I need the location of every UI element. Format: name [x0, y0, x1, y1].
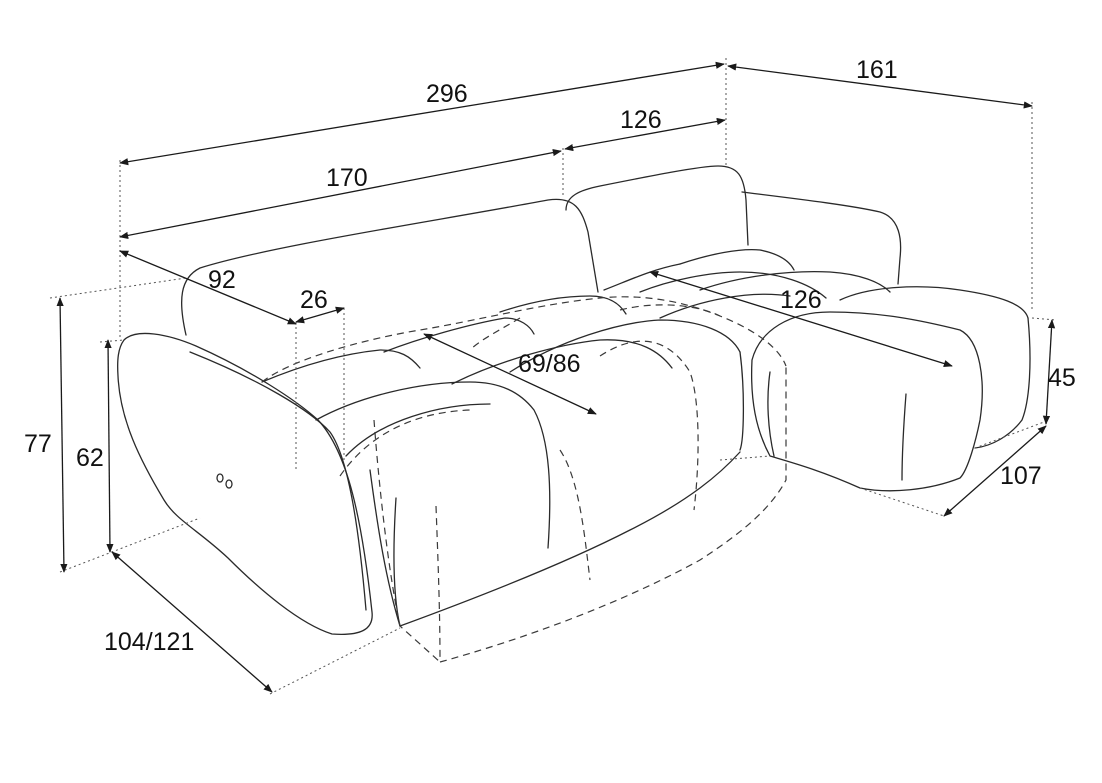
- label-sofa-section-length: 170: [326, 164, 368, 192]
- dim-line-45: [1042, 319, 1056, 425]
- label-total-length: 296: [426, 80, 468, 108]
- dimension-labels: 296 161 170 126 92 26 126 69/86 77 62 45…: [24, 56, 1076, 656]
- dimension-arrows: [56, 61, 1056, 693]
- label-chaise-section-width: 126: [620, 106, 662, 134]
- label-back-depth: 92: [208, 266, 236, 294]
- dim-line-77: [56, 297, 68, 573]
- label-chaise-width: 107: [1000, 462, 1042, 490]
- dim-line-126-top: [564, 117, 726, 152]
- label-seat-height: 45: [1048, 364, 1076, 392]
- dim-line-107: [943, 425, 1047, 517]
- label-armrest-height: 62: [76, 444, 104, 472]
- sofa-outline: [117, 165, 1031, 636]
- label-total-height: 77: [24, 430, 52, 458]
- dim-line-62: [104, 339, 114, 553]
- dim-line-296: [119, 61, 725, 166]
- dim-line-92: [119, 250, 297, 325]
- label-chaise-seat-length: 126: [780, 286, 822, 314]
- label-chaise-depth: 161: [856, 56, 898, 84]
- dim-line-104-121: [111, 551, 273, 693]
- dim-line-161: [727, 63, 1033, 109]
- dim-line-69-86: [423, 333, 597, 415]
- label-seat-depth: 69/86: [518, 350, 581, 378]
- dim-line-170: [119, 148, 562, 240]
- dim-line-126-chaise: [649, 270, 953, 368]
- dim-line-26: [295, 306, 345, 324]
- label-backrest-thickness: 26: [300, 286, 328, 314]
- label-sofa-depth: 104/121: [104, 628, 194, 656]
